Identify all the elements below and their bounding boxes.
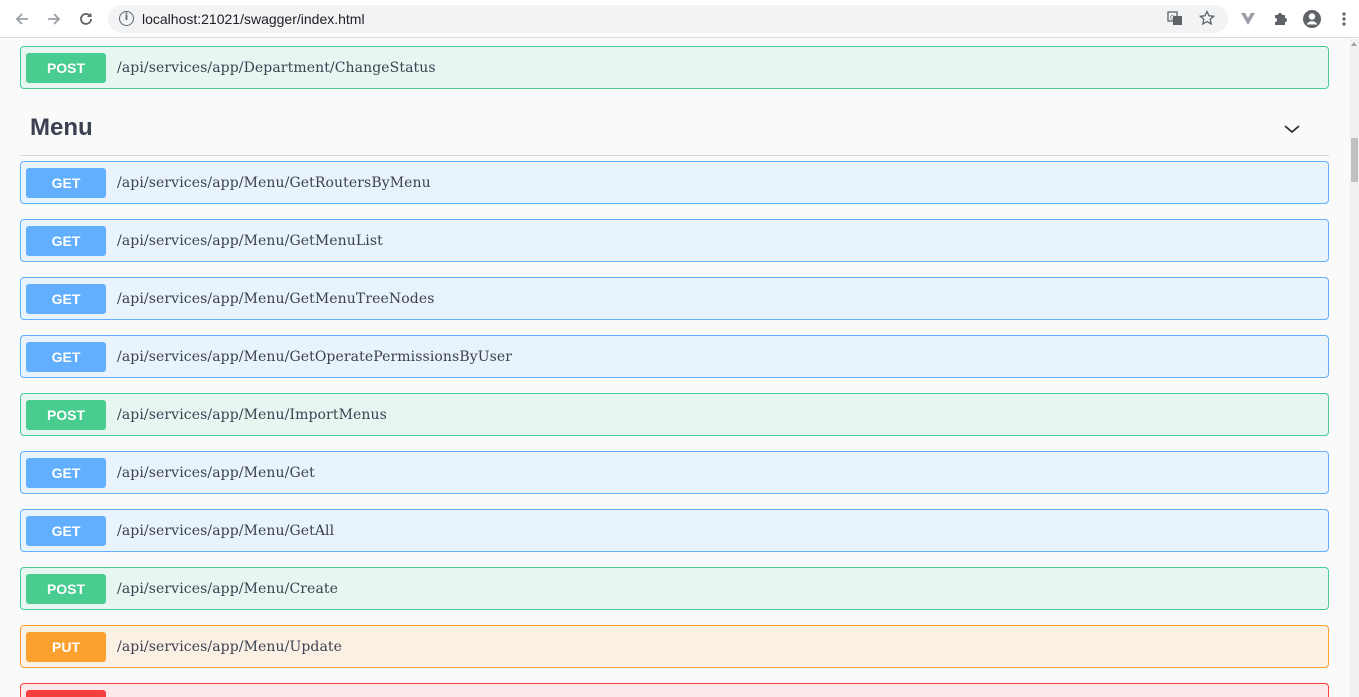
operation-getmenutreenodes[interactable]: GET /api/services/app/Menu/GetMenuTreeNo… bbox=[20, 277, 1329, 320]
profile-avatar-icon[interactable] bbox=[1302, 9, 1322, 29]
url-text: localhost:21021/swagger/index.html bbox=[142, 11, 365, 27]
method-badge: POST bbox=[26, 53, 106, 83]
method-badge bbox=[26, 690, 106, 697]
method-badge: PUT bbox=[26, 632, 106, 662]
operation-path: /api/services/app/Menu/GetRoutersByMenu bbox=[117, 175, 431, 191]
chevron-down-icon[interactable] bbox=[1282, 119, 1302, 139]
operation-importmenus[interactable]: POST /api/services/app/Menu/ImportMenus bbox=[20, 393, 1329, 436]
back-icon[interactable] bbox=[12, 9, 32, 29]
operation-path: /api/services/app/Menu/GetMenuTreeNodes bbox=[117, 291, 435, 307]
method-badge: POST bbox=[26, 400, 106, 430]
translate-icon[interactable]: G bbox=[1166, 10, 1184, 28]
browser-menu-icon[interactable] bbox=[1334, 9, 1354, 29]
method-badge: GET bbox=[26, 458, 106, 488]
method-badge: POST bbox=[26, 574, 106, 604]
swagger-page: POST /api/services/app/Department/Change… bbox=[0, 39, 1350, 697]
operation-path: /api/services/app/Menu/Update bbox=[117, 639, 343, 655]
operation-path: /api/services/app/Menu/ImportMenus bbox=[117, 407, 387, 423]
scroll-up-arrow-icon[interactable] bbox=[1351, 42, 1357, 46]
operation-path: /api/services/app/Menu/GetOperatePermiss… bbox=[117, 349, 513, 365]
browser-toolbar: i localhost:21021/swagger/index.html G bbox=[0, 0, 1359, 38]
vue-devtools-icon[interactable] bbox=[1238, 9, 1258, 29]
method-badge: GET bbox=[26, 342, 106, 372]
method-badge: GET bbox=[26, 516, 106, 546]
operation-get[interactable]: GET /api/services/app/Menu/Get bbox=[20, 451, 1329, 494]
operation-getall[interactable]: GET /api/services/app/Menu/GetAll bbox=[20, 509, 1329, 552]
section-title: Menu bbox=[30, 114, 93, 141]
operation-create[interactable]: POST /api/services/app/Menu/Create bbox=[20, 567, 1329, 610]
operation-path: /api/services/app/Menu/Create bbox=[117, 581, 339, 597]
extensions-puzzle-icon[interactable] bbox=[1270, 9, 1290, 29]
method-badge: GET bbox=[26, 168, 106, 198]
svg-text:G: G bbox=[1170, 15, 1175, 22]
operation-delete-partial[interactable] bbox=[20, 683, 1329, 697]
operation-getroutersbymenu[interactable]: GET /api/services/app/Menu/GetRoutersByM… bbox=[20, 161, 1329, 204]
operation-path: /api/services/app/Department/ChangeStatu… bbox=[117, 60, 436, 76]
reload-icon[interactable] bbox=[76, 9, 96, 29]
operation-department-changestatus[interactable]: POST /api/services/app/Department/Change… bbox=[20, 46, 1329, 89]
method-badge: GET bbox=[26, 226, 106, 256]
site-info-icon[interactable]: i bbox=[119, 11, 134, 26]
operation-getmenulist[interactable]: GET /api/services/app/Menu/GetMenuList bbox=[20, 219, 1329, 262]
method-badge: GET bbox=[26, 284, 106, 314]
operation-path: /api/services/app/Menu/Get bbox=[117, 465, 315, 481]
bookmark-star-icon[interactable] bbox=[1198, 9, 1216, 28]
address-bar[interactable]: i localhost:21021/swagger/index.html G bbox=[108, 5, 1228, 33]
operation-update[interactable]: PUT /api/services/app/Menu/Update bbox=[20, 625, 1329, 668]
forward-icon[interactable] bbox=[44, 9, 64, 29]
page-scrollbar[interactable] bbox=[1350, 39, 1359, 697]
operation-path: /api/services/app/Menu/GetAll bbox=[117, 523, 335, 539]
section-menu-header[interactable]: Menu bbox=[20, 101, 1329, 156]
operation-getoperatepermissionsbyuser[interactable]: GET /api/services/app/Menu/GetOperatePer… bbox=[20, 335, 1329, 378]
scroll-thumb[interactable] bbox=[1351, 138, 1358, 182]
operation-path: /api/services/app/Menu/GetMenuList bbox=[117, 233, 383, 249]
